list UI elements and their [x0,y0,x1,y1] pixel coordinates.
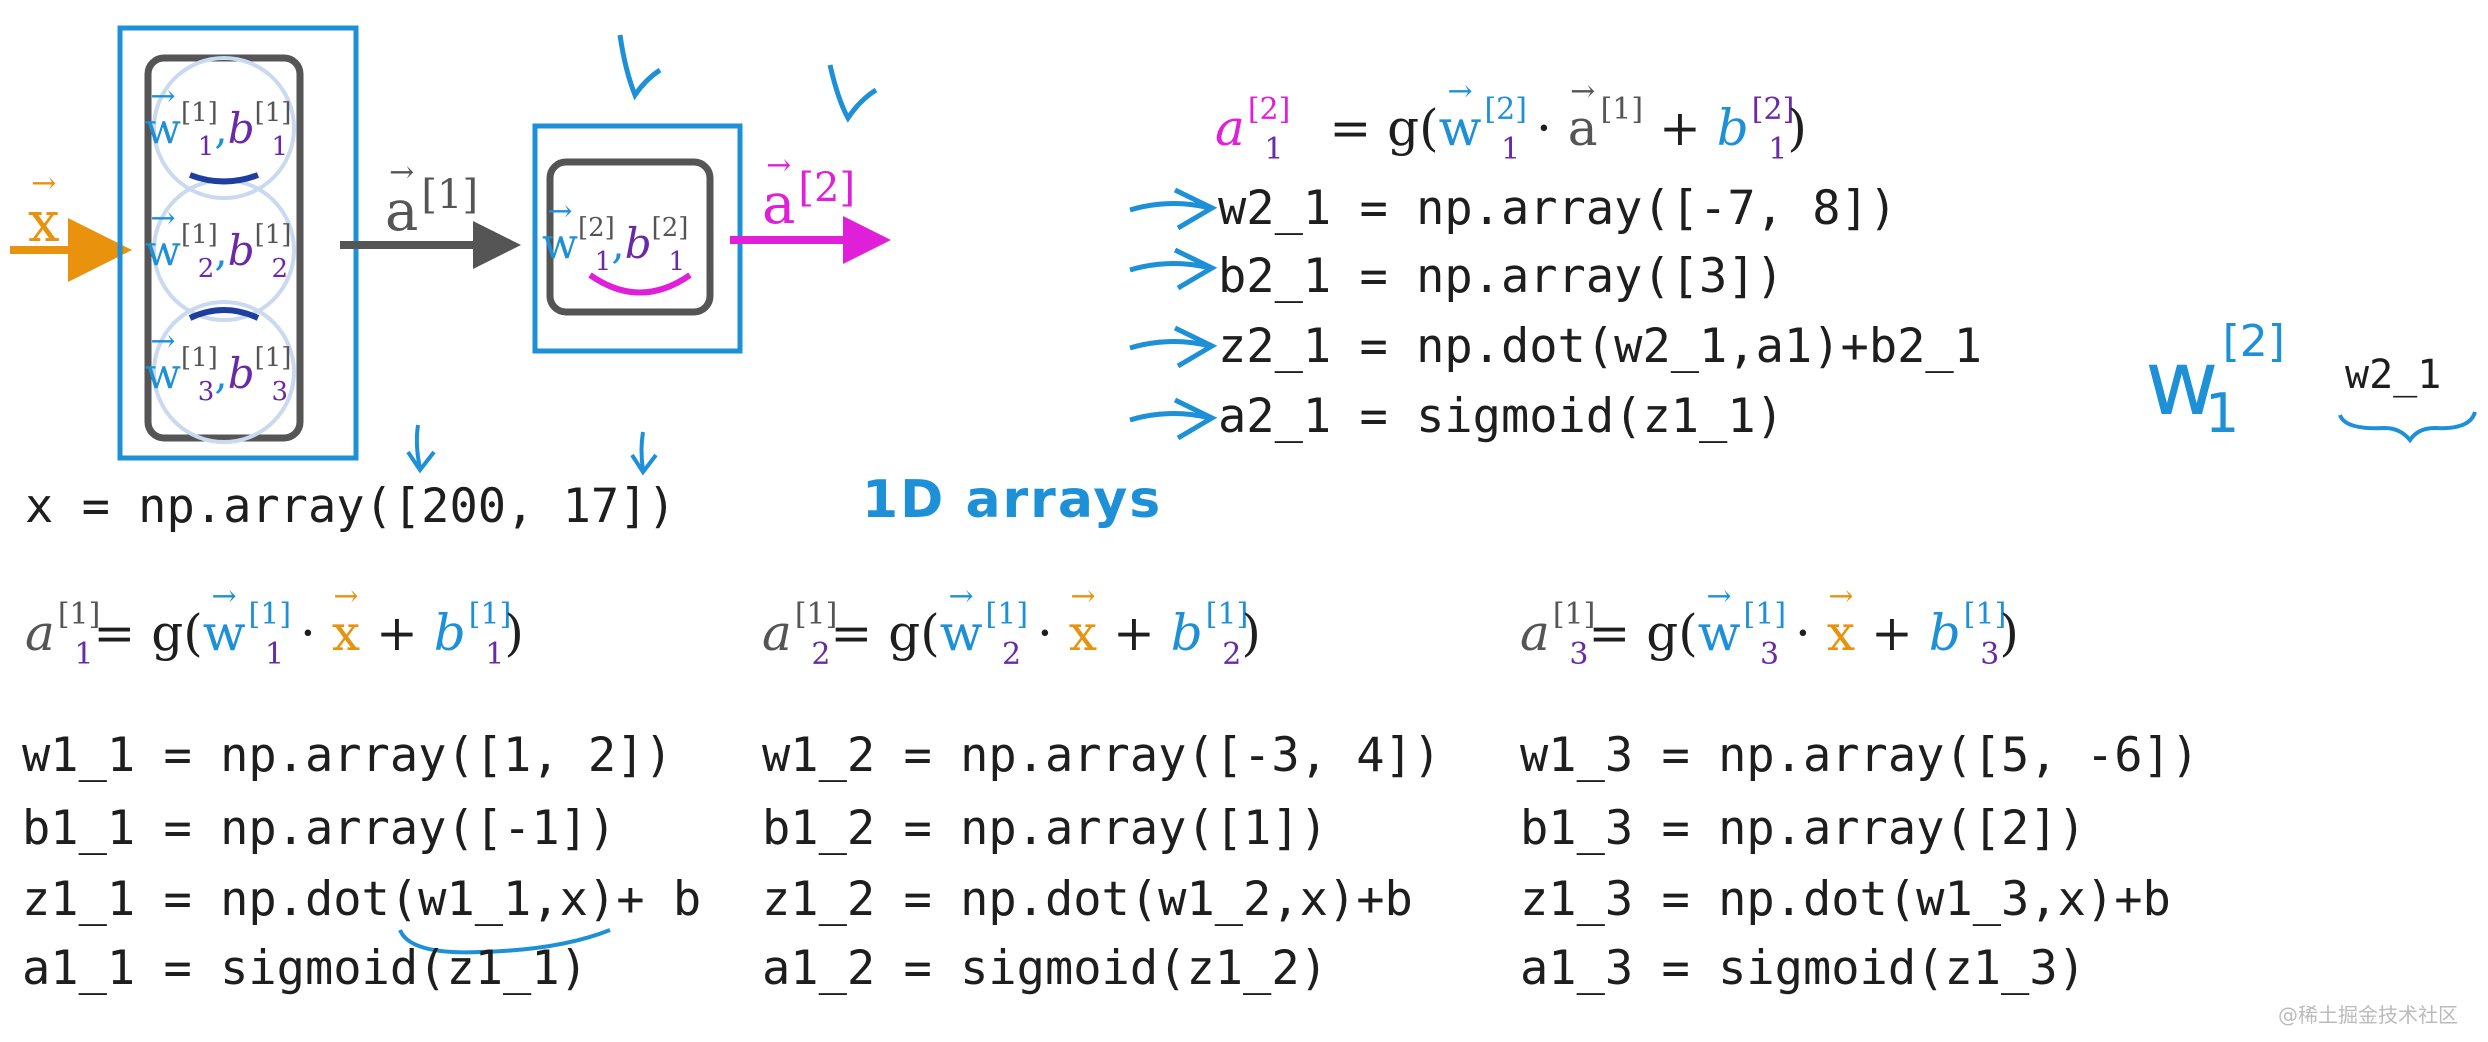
layer2-code-line-3: z2_1 = np.dot(w2_1,a1)+b2_1 [1218,319,1983,374]
neuron-3-code-line-4: a1_3 = sigmoid(z1_3) [1520,941,2086,996]
layer1-neuron-1-curve [188,172,260,185]
w-code-name: w2_1 [2345,352,2442,398]
handwritten-brace [2338,411,2477,444]
neuron-2-code-line-1: w1_2 = np.array([-3, 4]) [762,728,1442,783]
handwritten-arrow [406,424,436,474]
layer1-neuron-2-label: w[1]2,b[1]2 [145,204,291,282]
neuron-3-code-line-3: z1_3 = np.dot(w1_3,x)+b [1520,872,2171,927]
layer2-neuron-label: w[2]1,b[2]1 [542,197,688,275]
handwritten-arrow [1129,397,1218,441]
layer1-neuron-3-label: w[1]3,b[1]3 [145,327,291,405]
input-label: x [28,169,60,251]
input-code: x = np.array([200, 17]) [25,479,676,534]
handwritten-arrow [827,64,878,123]
neuron-2-code-line-2: b1_2 = np.array([1]) [762,801,1328,856]
neuron-2-code-line-4: a1_2 = sigmoid(z1_2) [762,941,1328,996]
layer2-code-line-1: w2_1 = np.array([-7, 8]) [1218,181,1898,236]
neuron-1-code-line-4: a1_1 = sigmoid(z1_1) [22,941,588,996]
layer2-neuron-curve [588,272,692,296]
w-notation: w[2]1 [2145,316,2285,445]
layer2-code-line-4: a2_1 = sigmoid(z1_1) [1218,389,1784,444]
neuron-3-code-line-1: w1_3 = np.array([5, -6]) [1520,728,2200,783]
neuron-1-code-line-2: b1_1 = np.array([-1]) [22,801,617,856]
neuron-1-formula: a[1]1= g(w[1]1 · x + b[1]1) [25,582,524,670]
layer1-neuron-3-curve [188,307,260,321]
layer1-output-label: a[1] [385,158,478,240]
layer2-formula: a[2]1 = g(w[2]1 · a[1] + b[2]1) [1215,77,1807,165]
layer2-code-line-2: b2_1 = np.array([3]) [1218,249,1784,304]
neuron-2-code-line-3: z1_2 = np.dot(w1_2,x)+b [762,872,1413,927]
watermark: @稀土掘金技术社区 [2278,1003,2458,1027]
handwritten-arrow [1129,247,1218,291]
arrays-note: 1D arrays [862,470,1163,530]
neuron-2-formula: a[1]2= g(w[1]2 · x + b[1]2) [762,582,1261,670]
neuron-1-code-line-1: w1_1 = np.array([1, 2]) [22,728,673,783]
input-vector: x [28,169,60,251]
layer2-output-label: a[2] [762,151,855,233]
neuron-1-code-line-3: z1_1 = np.dot(w1_1,x)+ b [22,872,702,927]
handwritten-arrow [617,34,662,101]
layer1-neuron-1-label: w[1]1,b[1]1 [145,82,291,160]
handwritten-underline [398,928,611,955]
neuron-3-code-line-2: b1_3 = np.array([2]) [1520,801,2086,856]
handwritten-arrow [1129,325,1218,369]
neuron-3-formula: a[1]3= g(w[1]3 · x + b[1]3) [1520,582,2019,670]
handwritten-arrow [630,431,658,476]
handwritten-arrow [1129,187,1218,231]
